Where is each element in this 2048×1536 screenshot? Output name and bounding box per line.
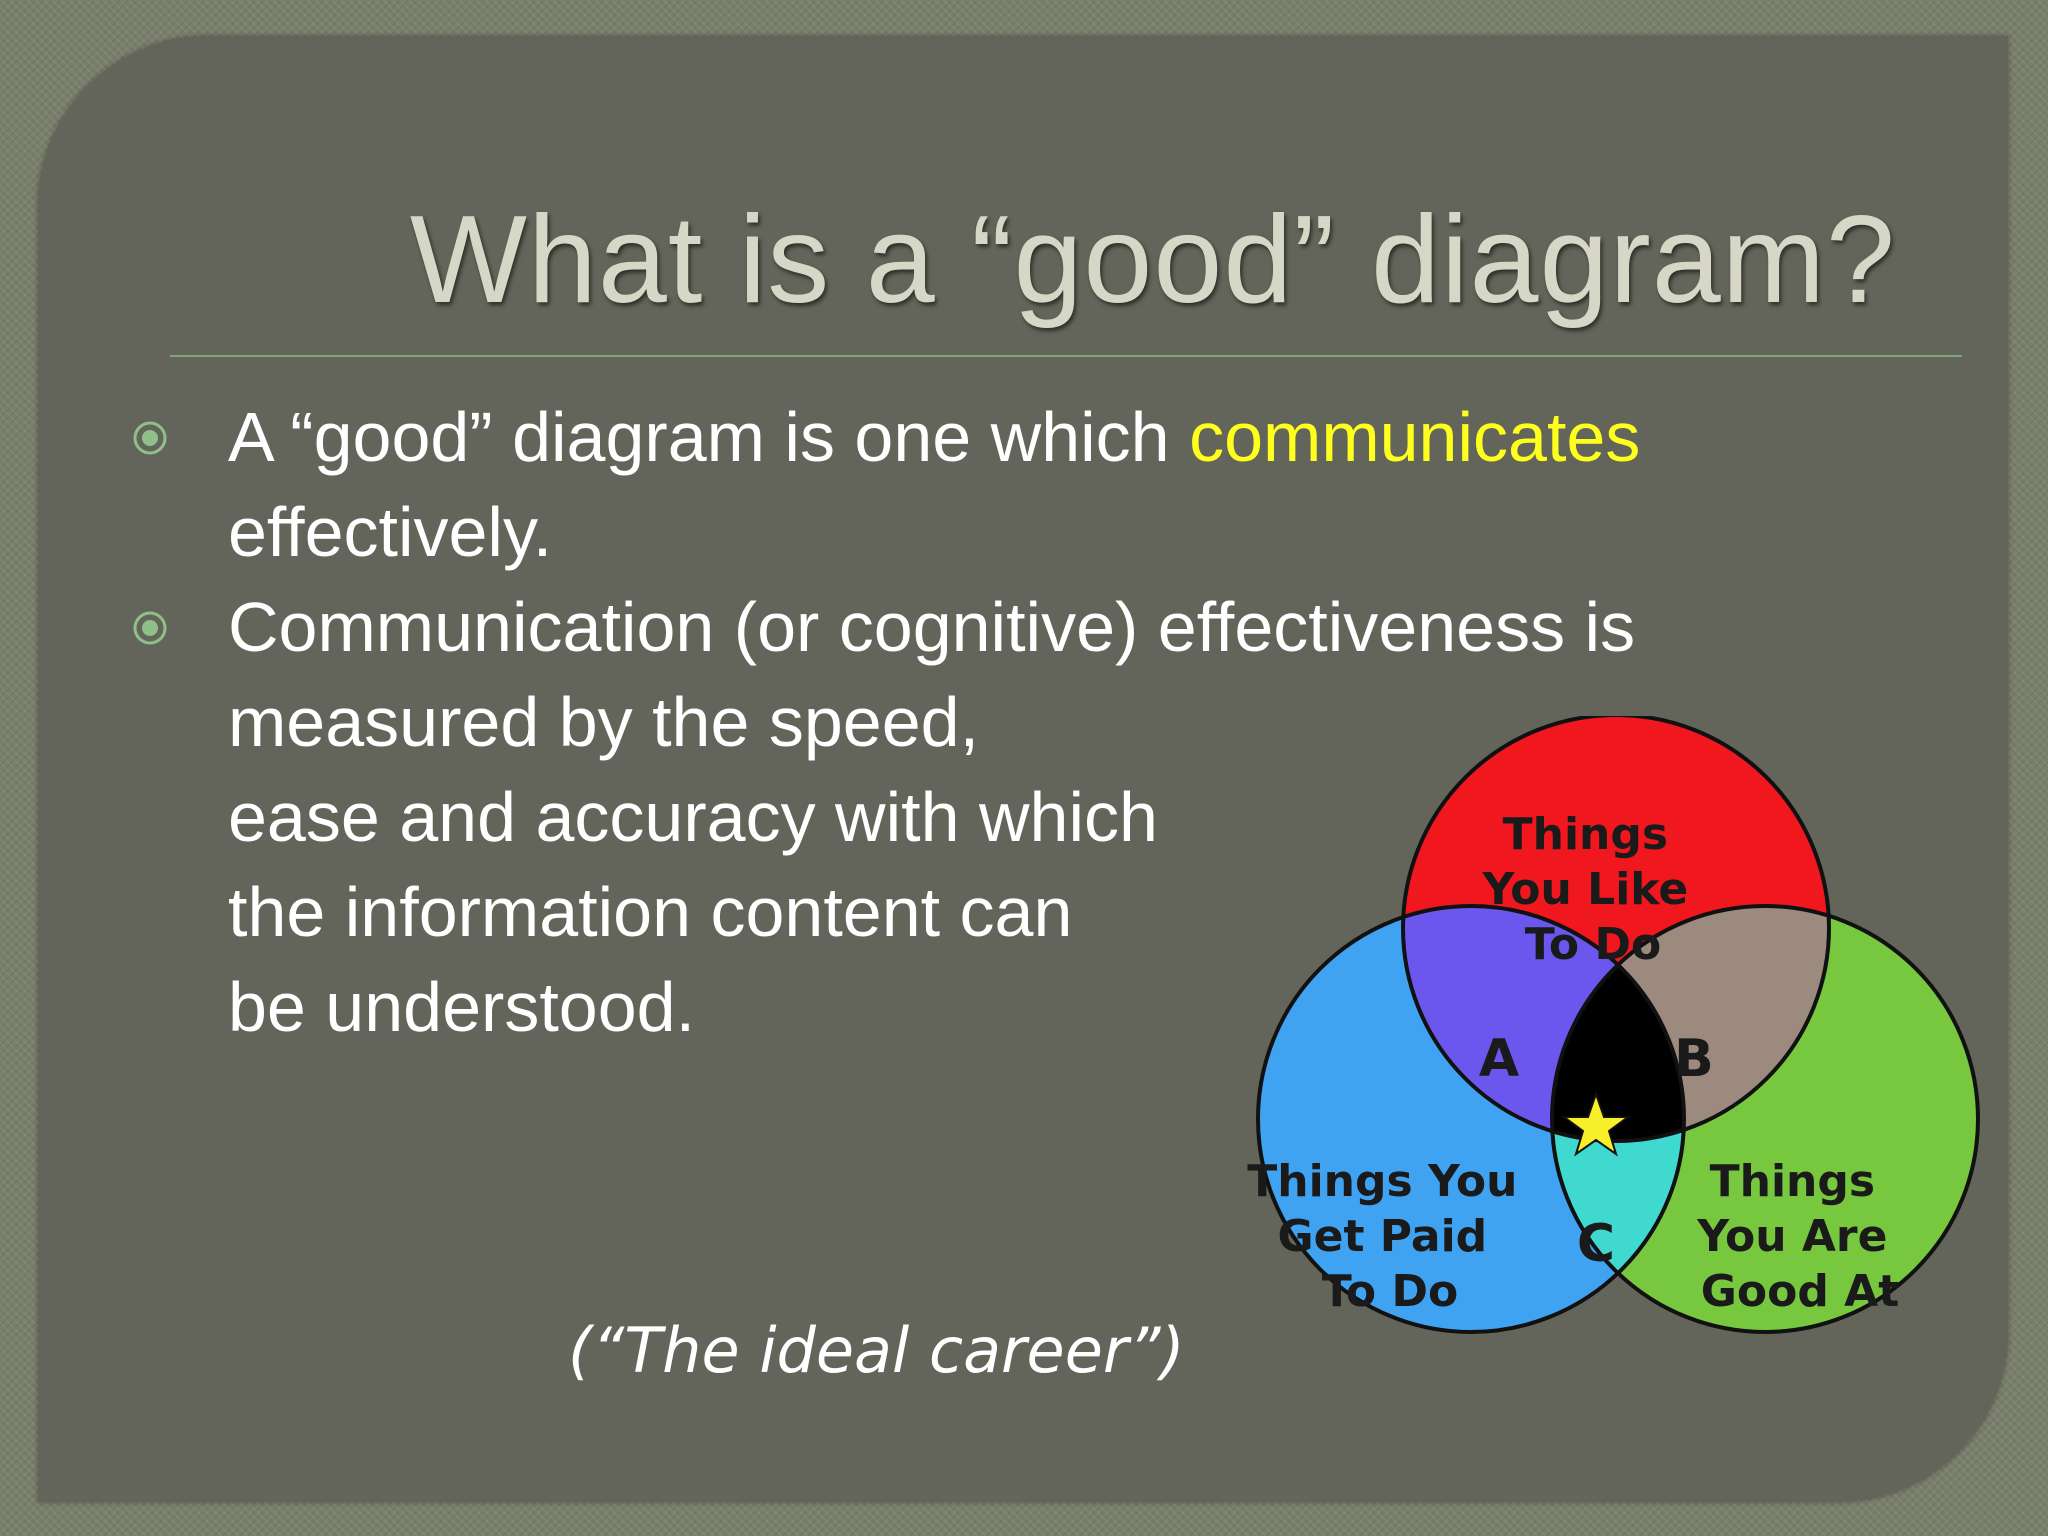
slide-title: What is a “good” diagram? [409,191,1896,329]
highlight-communicates: communicates [1189,398,1641,476]
star-icon [1560,1090,1632,1157]
venn-top-label-line-2: You Like [1481,864,1688,915]
bullet-icon [133,421,167,455]
svg-text:Things You Like To: Things You Like To Do [1481,809,1703,970]
venn-right-label-line-3: Good At [1701,1266,1899,1317]
bullet-1-line-1: A “good” diagram is one which [228,398,1190,476]
bullet-icon [133,611,167,645]
svg-text:Things You Are Goo: Things You Are Good At [1696,1156,1903,1317]
title-divider [170,355,1962,357]
venn-right-label-line-1: Things [1710,1156,1875,1207]
venn-left-label-line-2: Get Paid [1278,1211,1488,1262]
venn-top-label-line-3: To Do [1525,919,1661,970]
bullet-2-line-4: the information content can [228,873,1073,951]
bullet-2-line-3: ease and accuracy with which [228,778,1158,856]
venn-label-b: B [1674,1029,1714,1089]
venn-left-label-line-3: To Do [1322,1266,1458,1317]
venn-right-label-line-2: You Are [1696,1211,1887,1262]
bullet-2-text: Communication (or cognitive) effectivene… [228,580,1635,1055]
bullet-1-line-2: effectively. [228,493,553,571]
venn-diagram: Things You Like To Do Things You Get Pai… [1247,716,1980,1334]
svg-text:Things You Get Paid: Things You Get Paid To Do [1247,1156,1532,1317]
venn-top-label-line-1: Things [1503,809,1668,860]
venn-label-a: A [1479,1029,1519,1089]
venn-left-label-line-1: Things You [1247,1156,1517,1207]
bullet-1-text: A “good” diagram is one which communicat… [228,390,1640,580]
venn-caption: (“The ideal career”) [568,1314,1185,1387]
bullet-2-line-2: measured by the speed, [228,683,980,761]
slide-panel: What is a “good” diagram? A “good” diagr… [38,36,2008,1502]
venn-label-c: C [1577,1214,1615,1274]
bullet-2-line-1: Communication (or cognitive) effectivene… [228,588,1636,666]
bullet-2-line-5: be understood. [228,968,696,1046]
